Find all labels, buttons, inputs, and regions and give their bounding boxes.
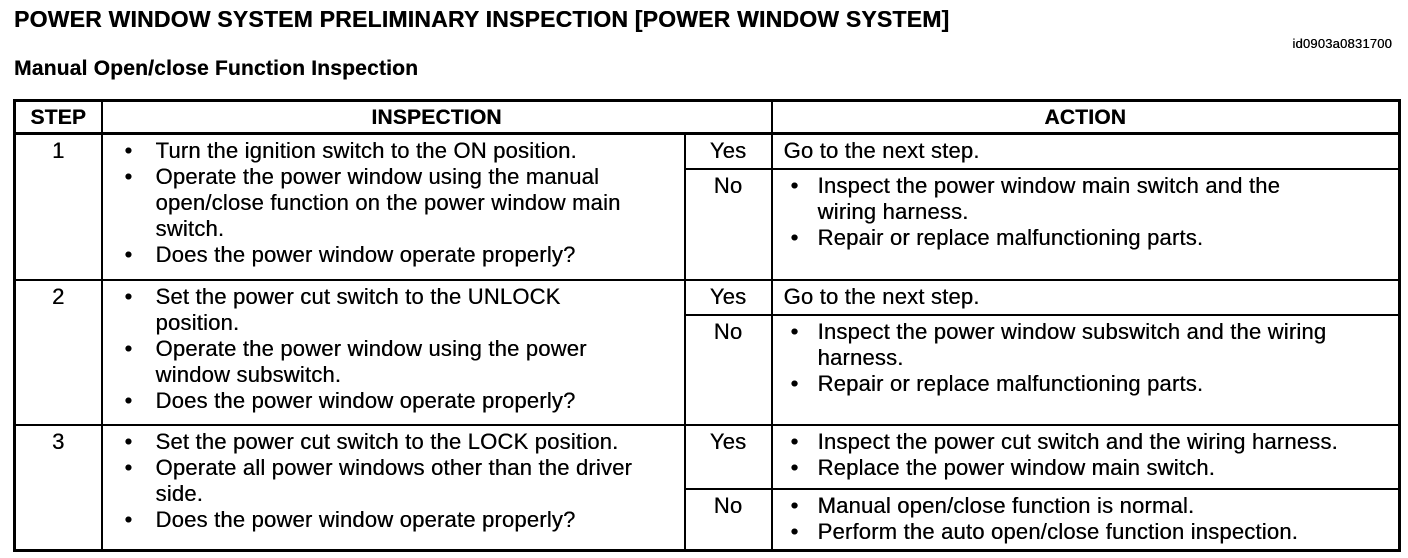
inspection-text: Set the power cut switch to the LOCK pos… xyxy=(155,429,619,454)
action-item: Replace the power window main switch. xyxy=(773,455,1340,481)
action-text: Go to the next step. xyxy=(783,138,980,163)
action-cell-no: Inspect the power window main switch and… xyxy=(770,168,1401,281)
inspection-text: Set the power cut switch to the UNLOCK p… xyxy=(155,284,561,335)
table-row-step2-yes: 2 Set the power cut switch to the UNLOCK… xyxy=(13,279,1401,426)
step-number-cell: 2 xyxy=(13,279,103,426)
action-item: Inspect the power window main switch and… xyxy=(773,173,1340,225)
action-text: Replace the power window main switch. xyxy=(817,455,1215,480)
action-text: Manual open/close function is normal. xyxy=(817,493,1195,518)
table-row-step1-yes: 1 Turn the ignition switch to the ON pos… xyxy=(13,132,1401,281)
inspection-cell: Set the power cut switch to the LOCK pos… xyxy=(100,424,686,552)
inspection-item: Does the power window operate properly? xyxy=(103,388,640,414)
bullet-icon xyxy=(125,507,133,533)
bullet-icon xyxy=(791,519,799,545)
inspection-item: Does the power window operate properly? xyxy=(103,507,640,533)
action-item: Manual open/close function is normal. xyxy=(773,493,1340,519)
action-item: Repair or replace malfunctioning parts. xyxy=(773,225,1340,251)
inspection-table: STEP INSPECTION ACTION 1 Turn the igniti… xyxy=(13,99,1402,552)
inspection-item: Operate the power window using the manua… xyxy=(103,164,640,242)
col-header-inspection: INSPECTION xyxy=(100,99,773,135)
step-number-cell: 3 xyxy=(13,424,103,552)
action-cell-no: Inspect the power window subswitch and t… xyxy=(770,314,1401,426)
table-row-step3-yes: 3 Set the power cut switch to the LOCK p… xyxy=(13,424,1401,552)
action-text: Inspect the power window subswitch and t… xyxy=(817,319,1327,370)
action-cell-yes: Go to the next step. xyxy=(770,132,1401,170)
result-yes-cell: Yes xyxy=(683,132,773,170)
action-text: Go to the next step. xyxy=(783,284,980,309)
bullet-icon xyxy=(125,242,133,268)
bullet-icon xyxy=(791,319,799,345)
inspection-text: Operate the power window using the manua… xyxy=(155,164,621,241)
result-no-cell: No xyxy=(683,488,773,552)
action-text: Inspect the power window main switch and… xyxy=(817,173,1281,224)
table-header-row: STEP INSPECTION ACTION xyxy=(13,99,1401,135)
inspection-cell: Turn the ignition switch to the ON posit… xyxy=(100,132,686,281)
result-no-cell: No xyxy=(683,314,773,426)
section-subtitle: Manual Open/close Function Inspection xyxy=(14,57,419,80)
bullet-icon xyxy=(125,429,133,455)
bullet-icon xyxy=(125,388,133,414)
bullet-icon xyxy=(791,225,799,251)
result-yes-cell: Yes xyxy=(683,279,773,316)
action-item: Perform the auto open/close function ins… xyxy=(773,519,1340,545)
table-row-step3-no: No Manual open/close function is normal.… xyxy=(15,488,1401,552)
action-cell-yes: Go to the next step. xyxy=(770,279,1401,316)
action-text: Perform the auto open/close function ins… xyxy=(817,519,1298,544)
inspection-item: Does the power window operate properly? xyxy=(103,242,640,268)
action-cell-yes: Inspect the power cut switch and the wir… xyxy=(770,424,1401,490)
action-item: Inspect the power window subswitch and t… xyxy=(773,319,1340,371)
action-item: Repair or replace malfunctioning parts. xyxy=(773,371,1340,397)
bullet-icon xyxy=(125,455,133,481)
result-no-cell: No xyxy=(683,168,773,281)
doc-id: id0903a0831700 xyxy=(1292,36,1392,51)
action-item: Inspect the power cut switch and the wir… xyxy=(773,429,1340,455)
inspection-text: Does the power window operate properly? xyxy=(155,242,576,267)
inspection-text: Does the power window operate properly? xyxy=(155,507,576,532)
inspection-text: Does the power window operate properly? xyxy=(155,388,576,413)
action-text: Repair or replace malfunctioning parts. xyxy=(817,371,1204,396)
inspection-item: Set the power cut switch to the UNLOCK p… xyxy=(103,284,640,336)
inspection-text: Turn the ignition switch to the ON posit… xyxy=(155,138,577,163)
action-text: Inspect the power cut switch and the wir… xyxy=(817,429,1338,454)
step-number-cell: 1 xyxy=(13,132,103,281)
inspection-text: Operate all power windows other than the… xyxy=(155,455,633,506)
inspection-item: Operate all power windows other than the… xyxy=(103,455,640,507)
action-cell-no: Manual open/close function is normal. Pe… xyxy=(770,488,1401,552)
result-yes-cell: Yes xyxy=(683,424,773,490)
bullet-icon xyxy=(125,164,133,190)
inspection-item: Operate the power window using the power… xyxy=(103,336,640,388)
bullet-icon xyxy=(791,429,799,455)
inspection-cell: Set the power cut switch to the UNLOCK p… xyxy=(100,279,686,426)
bullet-icon xyxy=(125,138,133,164)
inspection-item: Turn the ignition switch to the ON posit… xyxy=(103,138,640,164)
bullet-icon xyxy=(791,455,799,481)
bullet-icon xyxy=(125,284,133,310)
table-row-step2-no: No Inspect the power window subswitch an… xyxy=(15,314,1401,426)
action-text: Repair or replace malfunctioning parts. xyxy=(817,225,1204,250)
table-row-step1-no: No Inspect the power window main switch … xyxy=(15,168,1401,281)
inspection-item: Set the power cut switch to the LOCK pos… xyxy=(103,429,640,455)
bullet-icon xyxy=(791,493,799,519)
bullet-icon xyxy=(791,173,799,199)
page-title: POWER WINDOW SYSTEM PRELIMINARY INSPECTI… xyxy=(14,6,950,32)
inspection-text: Operate the power window using the power… xyxy=(155,336,587,387)
col-header-step: STEP xyxy=(13,99,103,135)
col-header-action: ACTION xyxy=(770,99,1401,135)
bullet-icon xyxy=(791,371,799,397)
bullet-icon xyxy=(125,336,133,362)
